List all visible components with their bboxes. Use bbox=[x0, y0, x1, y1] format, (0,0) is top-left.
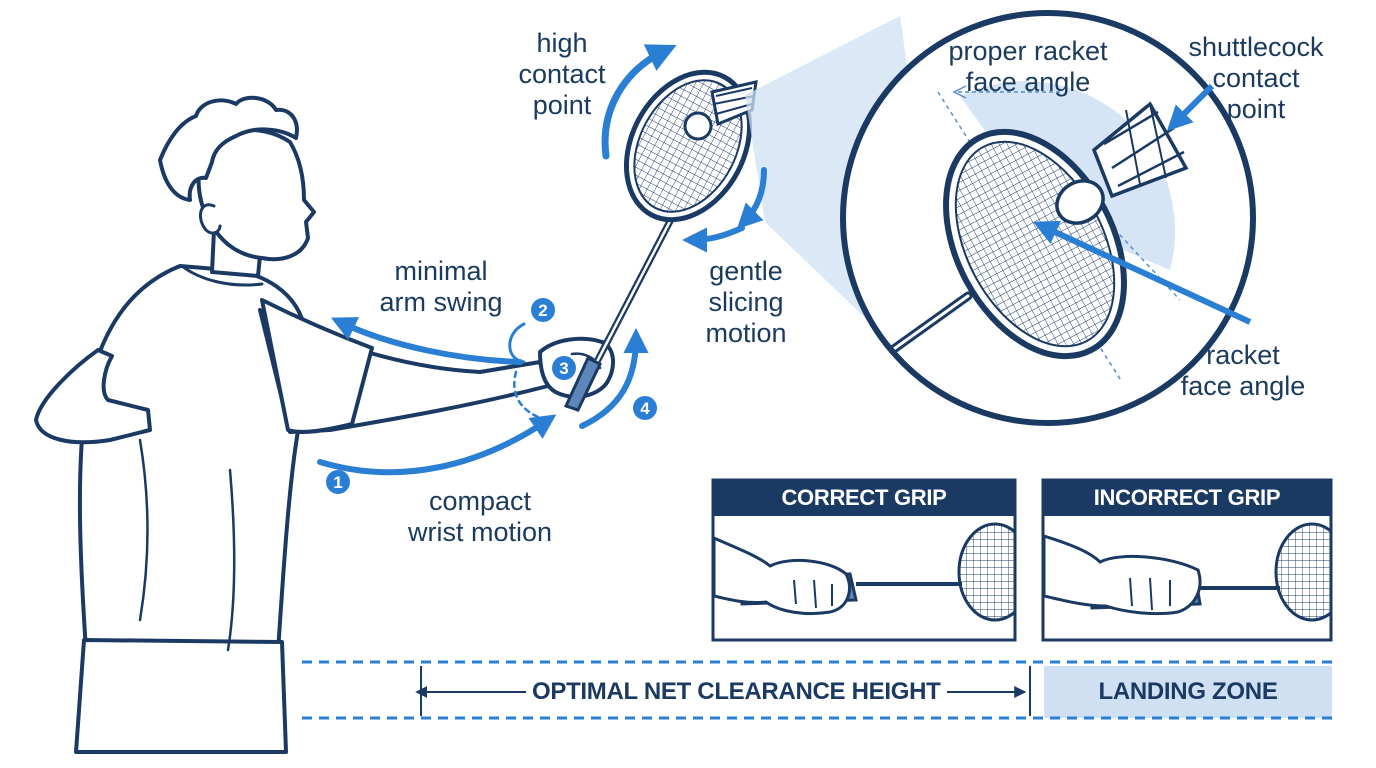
label-racket-face-angle: racket face angle bbox=[1180, 340, 1306, 401]
correct-grip-header: CORRECT GRIP bbox=[713, 480, 1015, 516]
clearance-lines bbox=[302, 660, 1334, 720]
svg-text:2: 2 bbox=[538, 301, 547, 320]
high-contact-arc bbox=[601, 44, 677, 160]
step-badge-1: 1 bbox=[326, 470, 350, 494]
step-badge-4: 4 bbox=[633, 396, 657, 420]
zoom-shuttlecock bbox=[1055, 101, 1189, 225]
minimal-arm-swing-arrow bbox=[330, 317, 523, 365]
step-badge-2: 2 bbox=[531, 298, 555, 322]
svg-text:1: 1 bbox=[333, 473, 342, 492]
contact-point-arrow bbox=[1166, 83, 1215, 132]
label-gentle-slicing-motion: gentle slicing motion bbox=[705, 256, 787, 348]
label-high-contact-point: high contact point bbox=[518, 28, 606, 120]
label-proper-racket-face-angle: proper racket face angle bbox=[948, 36, 1108, 97]
wrist-dashed-arc bbox=[513, 370, 548, 422]
compact-wrist-arrow bbox=[317, 414, 557, 476]
incorrect-grip-header: INCORRECT GRIP bbox=[1043, 480, 1331, 516]
main-shuttlecock bbox=[683, 80, 758, 141]
zoom-circle bbox=[840, 10, 1256, 426]
label-shuttlecock-contact-point: shuttlecock contact point bbox=[1188, 32, 1324, 124]
step-badge-3: 3 bbox=[552, 356, 576, 380]
svg-text:3: 3 bbox=[559, 359, 568, 378]
step-4-arc bbox=[579, 327, 649, 429]
label-compact-wrist-motion: compact wrist motion bbox=[407, 486, 553, 547]
slicing-arrow-up bbox=[681, 225, 745, 253]
landing-zone-label: LANDING ZONE bbox=[1098, 678, 1278, 705]
net-clearance-label: OPTIMAL NET CLEARANCE HEIGHT bbox=[526, 677, 947, 707]
slicing-arrow-down bbox=[736, 167, 767, 230]
svg-text:4: 4 bbox=[640, 399, 650, 418]
racket-face-angle-arrow bbox=[1032, 220, 1252, 325]
step-2-loop bbox=[508, 322, 526, 364]
label-minimal-arm-swing: minimal arm swing bbox=[379, 256, 503, 317]
player-figure bbox=[34, 95, 615, 754]
